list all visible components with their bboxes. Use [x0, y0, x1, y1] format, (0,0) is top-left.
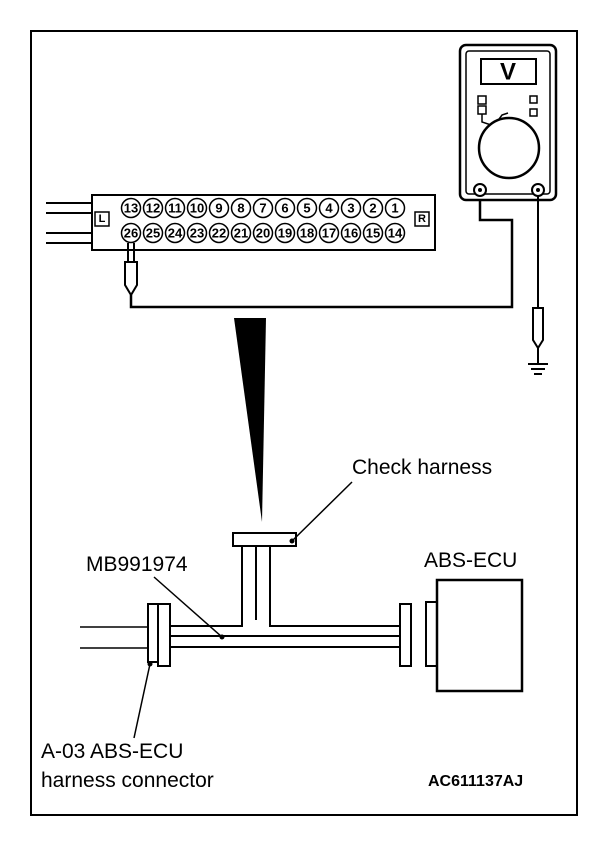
- pin-circle: [252, 197, 274, 219]
- pin-circle: [362, 197, 384, 219]
- pin-number: 9: [215, 201, 222, 216]
- pin-number: 13: [124, 201, 138, 216]
- pin-circle: [186, 222, 208, 244]
- check-harness-label: Check harness: [352, 456, 493, 479]
- pin-circle: [252, 222, 274, 244]
- pin-circle: [318, 222, 340, 244]
- pin-number: 12: [146, 201, 160, 216]
- pin-circle: [142, 222, 164, 244]
- connector-left-tag: L: [99, 213, 106, 225]
- leader-lines: [133, 481, 353, 739]
- pin-circle: [296, 222, 318, 244]
- pin-number: 20: [256, 226, 270, 241]
- pin-circle: [208, 197, 230, 219]
- pin-number: 2: [369, 201, 376, 216]
- connector-right-tag: R: [418, 213, 426, 225]
- pin-number: 1: [391, 201, 398, 216]
- pin-number: 4: [325, 201, 333, 216]
- test-probe: [124, 190, 514, 309]
- pin-circle: [120, 197, 142, 219]
- pin-number: 23: [190, 226, 204, 241]
- voltmeter-display: V: [500, 59, 516, 86]
- pin-circle: [142, 197, 164, 219]
- pin-circle: [164, 222, 186, 244]
- pins-bottom-row: 26 25 24 23 22 21 20 19 18 17 16 15 14: [120, 222, 406, 244]
- pin-number: 14: [388, 226, 403, 241]
- harness-connector-label-line1: A-03 ABS-ECU: [41, 740, 184, 763]
- abs-ecu-label: ABS-ECU: [424, 549, 518, 572]
- pin-number: 17: [322, 226, 336, 241]
- mb991974-harness: [80, 603, 412, 667]
- pin-number: 19: [278, 226, 292, 241]
- pin-number: 3: [347, 201, 354, 216]
- pin-circle: [120, 222, 142, 244]
- pin-number: 5: [303, 201, 310, 216]
- pin-circle: [384, 222, 406, 244]
- pin-number: 6: [281, 201, 288, 216]
- pin-number: 18: [300, 226, 314, 241]
- pin-circle: [164, 197, 186, 219]
- abs-ecu-unit: [425, 578, 524, 693]
- pin-circle: [274, 222, 296, 244]
- pin-circle: [362, 222, 384, 244]
- pin-number: 24: [168, 226, 183, 241]
- pin-circle: [296, 197, 318, 219]
- pin-circle: [186, 197, 208, 219]
- pin-number: 25: [146, 226, 160, 241]
- pin-number: 22: [212, 226, 226, 241]
- pin-number: 10: [190, 201, 204, 216]
- pin-number: 21: [234, 226, 248, 241]
- pin-circle: [340, 222, 362, 244]
- harness-connector-label-line2: harness connector: [41, 769, 214, 792]
- pin-circle: [340, 197, 362, 219]
- voltmeter: V: [458, 43, 558, 202]
- pin-number: 7: [259, 201, 266, 216]
- pin-circle: [384, 197, 406, 219]
- mb-tool-label: MB991974: [86, 553, 188, 576]
- selector-dial: [477, 116, 541, 180]
- pin-circle: [230, 222, 252, 244]
- check-harness: [232, 532, 297, 627]
- pin-number: 16: [344, 226, 358, 241]
- pin-circle: [318, 197, 340, 219]
- figure-code: AC611137AJ: [428, 773, 524, 790]
- pin-number: 15: [366, 226, 380, 241]
- figure-frame: [30, 30, 578, 816]
- detail-pointer: [234, 318, 266, 522]
- pin-number: 8: [237, 201, 244, 216]
- pin-circle: [230, 197, 252, 219]
- ground-lead: [528, 196, 548, 375]
- pin-circle: [274, 197, 296, 219]
- pin-number: 26: [124, 226, 138, 241]
- ground-icon: [528, 363, 548, 375]
- pin-number: 11: [168, 201, 182, 216]
- pin-circle: [208, 222, 230, 244]
